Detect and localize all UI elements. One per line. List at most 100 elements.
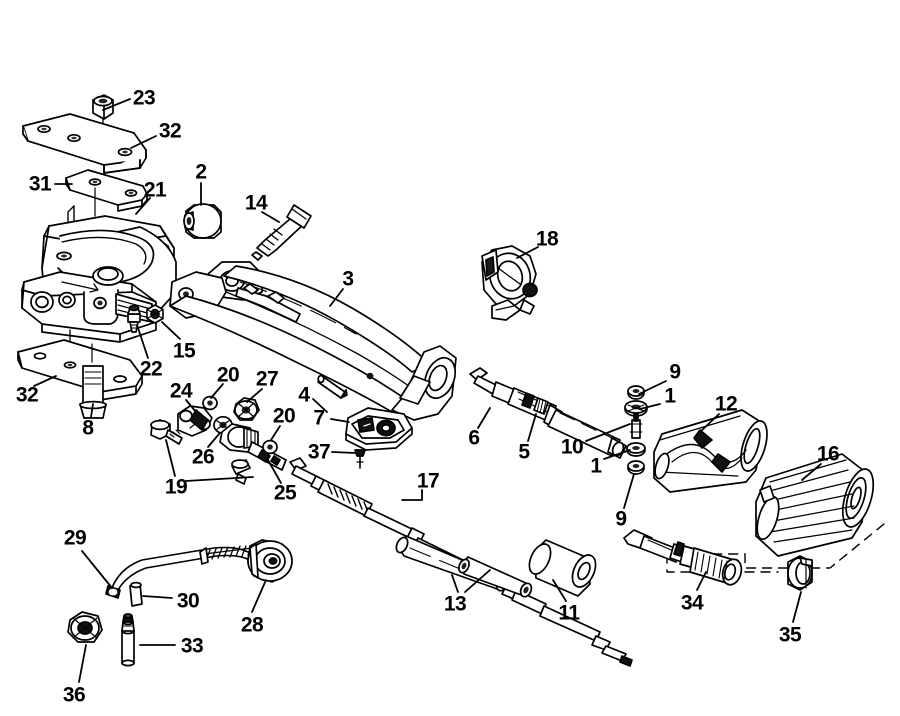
- part-tiller-handle-arm-3: [169, 261, 457, 421]
- part-shift-rod-assembly-5: [469, 367, 627, 459]
- assembly-guide-dashed: [666, 523, 885, 573]
- callout-number-35: 35: [778, 623, 802, 647]
- callout-number-33: 33: [180, 634, 204, 658]
- leader-1b: [603, 449, 631, 460]
- callout-number-14: 14: [244, 191, 268, 215]
- leader-26: [207, 433, 220, 448]
- part-throttle-grip-16: [755, 453, 875, 557]
- leader-14: [261, 211, 280, 223]
- part-throttle-cam-bracket-7: [345, 407, 413, 451]
- callout-number-7: 7: [313, 406, 325, 430]
- leader-7: [330, 418, 350, 423]
- callout-number-32-upper: 32: [158, 119, 182, 143]
- callout-number-17: 17: [416, 469, 440, 493]
- callout-number-34: 34: [680, 591, 704, 615]
- part-roll-pin-4: [317, 374, 348, 399]
- part-mounting-plate-32-lower: [17, 339, 143, 401]
- callout-number-37: 37: [307, 440, 331, 464]
- callout-number-1-a: 1: [664, 384, 676, 408]
- leader-28: [251, 579, 267, 613]
- part-screw-19: [150, 419, 183, 445]
- leader-32b: [33, 375, 57, 387]
- leader-5: [527, 413, 537, 442]
- callout-number-8: 8: [82, 416, 94, 440]
- callout-number-24: 24: [169, 379, 193, 403]
- part-cam-lever-24: [177, 405, 213, 437]
- leader-25: [267, 459, 282, 484]
- leader-30: [142, 595, 173, 599]
- callout-number-30: 30: [176, 589, 200, 613]
- leader-20a: [210, 383, 224, 399]
- part-pivot-bushing-2: [183, 203, 222, 239]
- part-nut-9b: [627, 460, 645, 475]
- callout-number-6: 6: [468, 426, 480, 450]
- part-hardware-stack: [624, 385, 648, 475]
- callout-number-23: 23: [132, 86, 156, 110]
- leader-6: [477, 407, 491, 429]
- callout-number-12: 12: [714, 392, 738, 416]
- part-screw-37: [354, 449, 366, 469]
- leader-18: [516, 246, 539, 259]
- leader-1a: [639, 403, 661, 410]
- leader-11: [552, 579, 567, 602]
- callout-number-20-b: 20: [272, 404, 296, 428]
- callout-number-20-a: 20: [216, 363, 240, 387]
- part-grease-fitting-22: [127, 304, 141, 333]
- leader-8: [90, 403, 94, 418]
- leader-9b: [623, 473, 635, 509]
- part-locknut-27: [233, 397, 260, 421]
- part-washer-1b: [626, 442, 646, 457]
- callout-number-29: 29: [63, 526, 87, 550]
- callout-number-25: 25: [273, 481, 297, 505]
- leader-20b: [270, 425, 281, 441]
- part-stop-switch-body-33: [121, 613, 135, 667]
- part-nut-15: [146, 304, 164, 324]
- callout-number-22: 22: [139, 357, 163, 381]
- callout-number-15: 15: [172, 339, 196, 363]
- callout-number-5: 5: [518, 440, 530, 464]
- callout-number-1-b: 1: [590, 454, 602, 478]
- leader-13: [451, 569, 491, 593]
- callout-number-27: 27: [255, 367, 279, 391]
- part-retaining-clip-35: [787, 555, 813, 591]
- part-mounting-plate-32-upper: [22, 113, 147, 174]
- leader-17: [401, 489, 423, 501]
- callout-number-9-a: 9: [669, 360, 681, 384]
- part-bushing-13: [395, 535, 533, 598]
- callout-number-9-b: 9: [615, 507, 627, 531]
- callout-number-3: 3: [342, 267, 354, 291]
- leader-24: [185, 399, 197, 413]
- leader-lines: [33, 98, 822, 683]
- part-stop-switch-lead-29: [105, 539, 293, 607]
- leader-10: [585, 423, 631, 442]
- leader-37: [331, 451, 357, 454]
- leader-34: [696, 571, 707, 591]
- part-washer-20b: [262, 439, 278, 455]
- callout-number-10: 10: [560, 435, 584, 459]
- part-throttle-shaft-pin-10: [629, 413, 643, 439]
- part-washer-1a: [624, 400, 648, 417]
- callout-number-18: 18: [535, 227, 559, 251]
- leader-15: [161, 321, 181, 340]
- part-throttle-link-rod-25: [219, 423, 287, 471]
- callout-number-32-lower: 32: [15, 383, 39, 407]
- leader-32a: [130, 135, 157, 149]
- leader-9a: [638, 380, 667, 395]
- leader-22: [136, 324, 149, 359]
- callout-number-21: 21: [143, 178, 167, 202]
- leader-23: [102, 98, 131, 111]
- callout-number-28: 28: [240, 613, 264, 637]
- callout-number-16: 16: [816, 442, 840, 466]
- part-screw-19b: [231, 459, 251, 485]
- part-throttle-shaft-end-34: [623, 529, 743, 586]
- leader-16: [801, 463, 822, 481]
- part-pivot-bolt-14: [251, 204, 312, 261]
- leader-4: [312, 398, 328, 413]
- callout-number-26: 26: [191, 445, 215, 469]
- leader-29: [81, 550, 113, 589]
- callout-number-4: 4: [298, 383, 310, 407]
- callout-number-31: 31: [28, 172, 52, 196]
- leader-36: [78, 644, 87, 683]
